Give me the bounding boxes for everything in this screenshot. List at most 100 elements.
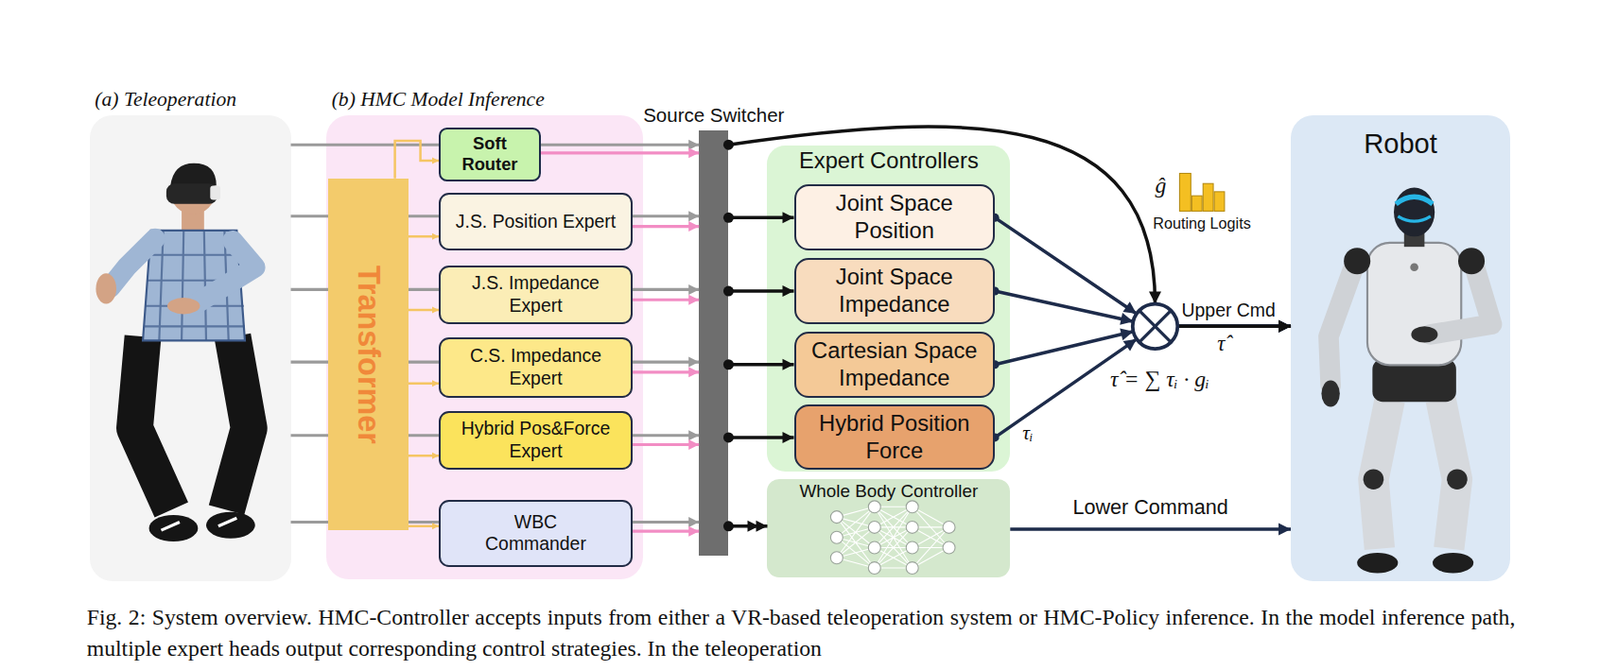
robot-illustration-part (1458, 247, 1485, 275)
connector-line (291, 143, 700, 147)
policy-link (632, 295, 699, 306)
node-label: Soft Router (449, 133, 531, 176)
person-illustration-part (218, 518, 237, 527)
person-illustration-part (160, 522, 179, 532)
connector-dot (991, 287, 1000, 296)
connector-line (728, 289, 794, 294)
arrow-head (688, 517, 699, 528)
arrow-head (1278, 320, 1291, 333)
expert-head: C.S. Impedance Expert (438, 337, 633, 399)
arrow-head (688, 526, 699, 538)
transformer-link (408, 307, 439, 314)
figure-caption: Fig. 2: System overview. HMC-Controller … (86, 602, 1516, 666)
arrow-head (1123, 339, 1137, 352)
person-illustration-part (209, 185, 221, 200)
connector-line (291, 521, 700, 524)
node-label: Joint Space Impedance (800, 263, 990, 319)
teleop-link (291, 139, 700, 151)
teleop-link (291, 284, 700, 296)
commander-head: WBC Commander (438, 500, 633, 568)
robot-illustration-part (1446, 469, 1468, 490)
robot-illustration-part (1441, 400, 1458, 550)
policy-link (540, 147, 699, 158)
inference-panel: (b) HMC Model InferenceTransformerSoft R… (326, 115, 644, 580)
arrow-head (1122, 301, 1136, 314)
arrow-head (1119, 329, 1133, 342)
routing-logits-chart (1179, 173, 1224, 211)
robot-illustration-part (1404, 230, 1426, 247)
neural-network-nodes-part (905, 501, 919, 514)
controller-box: Cartesian Space Impedance (794, 331, 996, 399)
expert-head: Hybrid Pos&Force Expert (438, 411, 633, 471)
arrow-head (782, 285, 795, 297)
arrow-head (432, 233, 439, 241)
connector-line (1009, 527, 1291, 532)
arrow-head (432, 307, 439, 314)
annotation-label: Upper Cmd (1182, 299, 1276, 322)
neural-network-nodes-part (942, 521, 956, 534)
connector-dot (723, 359, 734, 370)
robot-illustration-part (1367, 243, 1461, 366)
controller-panel: Expert ControllersJoint Space PositionJo… (766, 145, 1010, 471)
connector-line (994, 326, 1291, 438)
teleop-link (291, 357, 700, 368)
node-label: Hybrid Pos&Force Expert (450, 417, 621, 463)
robot-illustration-part (1372, 359, 1456, 402)
annotation-label: ĝ (1155, 173, 1167, 199)
connector-line (408, 235, 439, 239)
arrow-head (688, 439, 699, 451)
lower-command-link (1009, 523, 1291, 537)
person-illustration-part (170, 163, 217, 187)
arrow-head (688, 357, 699, 368)
connector-dot (723, 212, 734, 224)
node-label: Cartesian Space Impedance (800, 337, 990, 393)
person-illustration (95, 163, 255, 542)
connector-line (408, 454, 439, 458)
switch-link (723, 211, 795, 224)
controller-box: Hybrid Position Force (794, 404, 996, 470)
person-illustration-part (181, 208, 205, 232)
edge-label: Lower Command (1073, 495, 1229, 521)
neural-network-nodes-part (830, 511, 843, 524)
arrow-head (688, 284, 699, 296)
connector-line (408, 525, 439, 529)
transformer-link (408, 452, 439, 460)
robot-illustration-part (1397, 216, 1431, 222)
robot-illustration-part (1328, 262, 1356, 385)
neural-network-icon-part (836, 506, 875, 569)
source-switcher: Source Switcher (698, 130, 729, 557)
person-illustration-part (167, 297, 201, 314)
person-illustration-part (134, 336, 172, 510)
connector-line (632, 530, 699, 534)
connector-line (728, 435, 794, 440)
robot-illustration-part (1356, 553, 1398, 574)
person-illustration-part (95, 273, 117, 304)
teleop-link (291, 430, 700, 441)
connector-line (408, 309, 439, 313)
neural-network-nodes-part (830, 552, 843, 565)
neural-network-nodes-part (868, 541, 881, 555)
person-illustration-part (149, 515, 199, 542)
multiply-symbol (1132, 304, 1178, 349)
robot-illustration-part (1363, 469, 1385, 490)
robot-illustration-part (1321, 381, 1340, 408)
transformer-link (408, 522, 439, 530)
controller-box: Joint Space Position (794, 184, 996, 251)
connector-line (291, 288, 700, 292)
controller-box: Joint Space Impedance (794, 258, 996, 325)
connector-dot (991, 213, 1000, 223)
arrow-head (1278, 523, 1291, 537)
robot-illustration-part (1410, 326, 1438, 343)
neural-network-icon (836, 506, 950, 569)
torque-link (991, 287, 1291, 333)
person-illustration-part (226, 336, 250, 510)
robot-illustration-part (1430, 262, 1493, 335)
neural-network-nodes (830, 501, 956, 575)
router-head: Soft Router (438, 127, 541, 182)
connector-dot (991, 433, 1000, 442)
arrow-head (432, 452, 439, 460)
node-label: Whole Body Controller (766, 480, 1010, 503)
person-illustration-part (166, 183, 218, 205)
neural-network-nodes-part (868, 521, 881, 534)
